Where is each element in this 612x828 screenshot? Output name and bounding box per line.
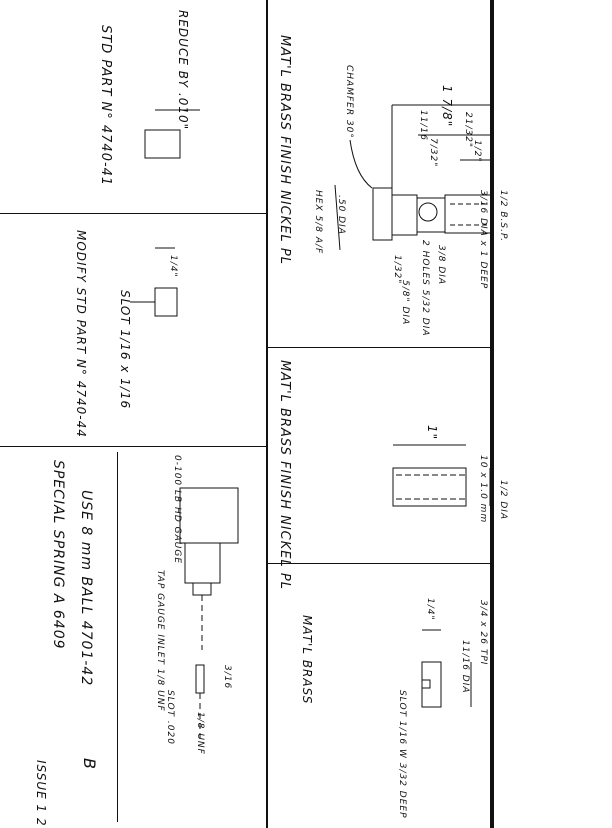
dim-d2: 21/32" — [463, 112, 473, 149]
divider — [267, 347, 491, 348]
holes-label: 2 HOLES 5/32 DIA — [420, 240, 430, 337]
material-d: MAT'L BRASS FINISH NICKEL PL — [277, 360, 292, 590]
slot-f: SLOT .020 — [165, 690, 175, 745]
dim-132: 1/32" — [392, 255, 402, 285]
dim-dia58: 5/8" DIA — [400, 280, 410, 326]
dim-d1: 11/16 — [418, 110, 428, 141]
issue-label: ISSUE 1 2 — [34, 760, 48, 827]
dim-overall: 1 7/8" — [440, 85, 454, 128]
part-number-a: STD PART N° 4740-41 — [98, 25, 113, 187]
dim-d3: 7/32" — [428, 138, 438, 168]
sleeve-outline — [392, 467, 467, 507]
dim-dia50: .50 DIA — [336, 195, 346, 235]
material-c: MAT'L BRASS FINISH NICKEL PL — [277, 35, 292, 265]
divider — [0, 213, 267, 214]
spring-note: SPECIAL SPRING A 6409 — [50, 460, 66, 650]
gauge-label: 0-100 LB HD GAUGE — [172, 455, 182, 564]
dim-dia-d: 1/2 DIA — [498, 480, 508, 521]
thread-bsp: 1/2 B.S.P. — [498, 190, 508, 243]
divider — [0, 446, 267, 447]
dim-width-e: 1/4" — [425, 598, 435, 621]
divider — [267, 563, 491, 564]
reduce-note: REDUCE BY .010" — [176, 10, 190, 131]
dim-dia-e: 11/16 DIA — [460, 640, 470, 694]
dim-b: 1/4" — [168, 255, 178, 278]
slot-e: SLOT 1/16 W 3/32 DEEP — [397, 690, 407, 819]
chamfer-label: CHAMFER 30° — [344, 65, 354, 139]
divider — [266, 0, 268, 828]
dim-length: 1" — [425, 425, 439, 441]
revision-letter: B — [80, 758, 99, 770]
thread-e: 3/4 x 26 TPI — [478, 600, 488, 666]
slot-b: SLOT 1/16 x 1/16 — [118, 290, 132, 410]
dim-f: 3/16 — [222, 665, 232, 690]
ball-note: USE 8 mm BALL 4701-42 — [78, 490, 94, 687]
tap-gauge-label: TAP GAUGE INLET 1/8 UNF — [155, 570, 165, 712]
dim-hex: HEX 5/8 A/F — [313, 190, 323, 255]
part-b-outline — [154, 287, 178, 317]
dim-dia38: 3/8 DIA — [436, 245, 446, 286]
dim-bore-d: 10 x 1.0 mm — [478, 455, 488, 524]
border-thick — [490, 0, 494, 828]
part-number-b: MODIFY STD PART N° 4740-44 — [74, 230, 88, 438]
material-e: MAT'L BRASS — [300, 615, 314, 705]
part-a-outline — [144, 129, 181, 159]
nut-outline — [421, 661, 442, 708]
dim-d4: 1/2" — [472, 140, 482, 163]
divider — [117, 452, 118, 822]
hex-section — [372, 187, 393, 241]
gauge-body — [179, 487, 239, 544]
unf-f: 1/8 UNF — [195, 712, 205, 755]
bore-c: 3/16 DIA x 1 DEEP — [478, 190, 488, 290]
